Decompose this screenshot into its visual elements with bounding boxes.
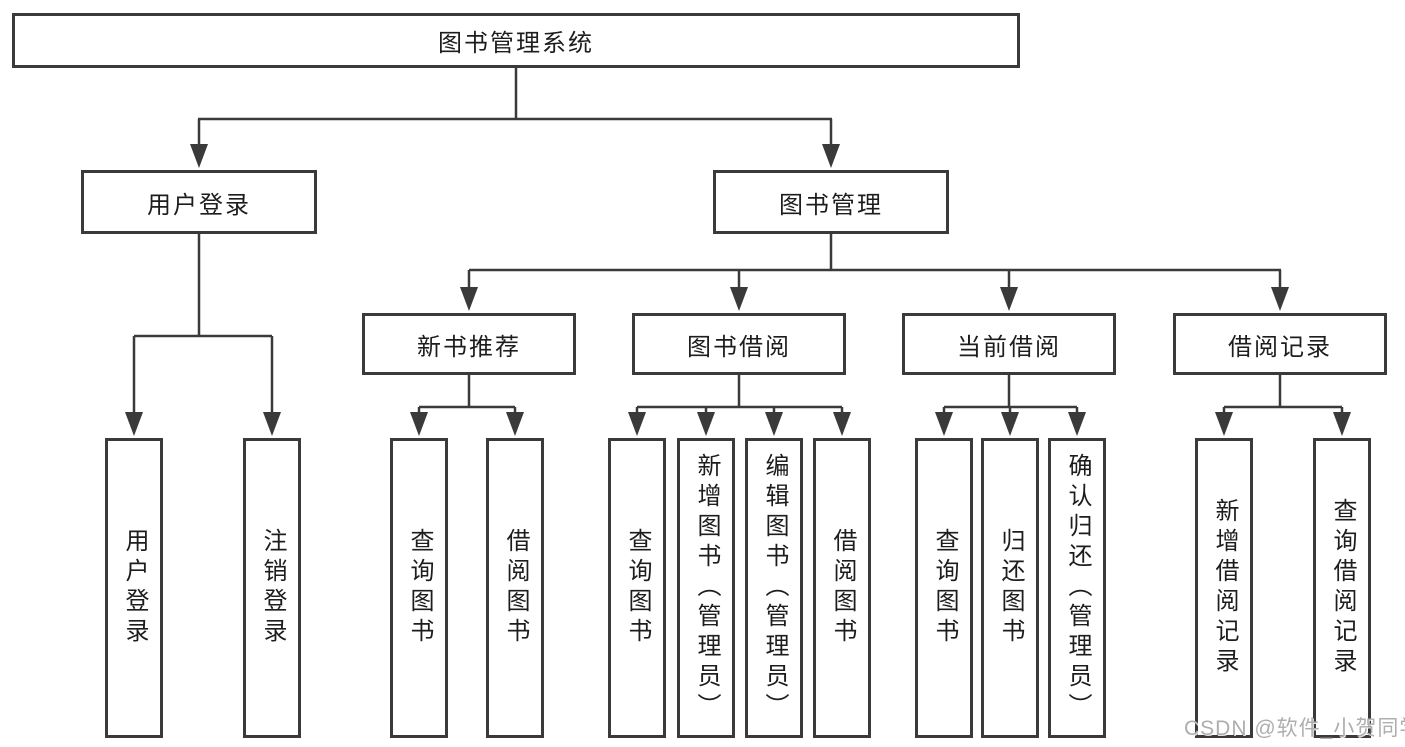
arrow-down-icon — [822, 144, 840, 168]
arrow-down-icon — [190, 144, 208, 168]
node-root: 图书管理系统 — [12, 13, 1020, 68]
leaf-br-add-record-label: 新增借阅记录 — [1211, 498, 1238, 678]
leaf-br-add-record: 新增借阅记录 — [1195, 438, 1253, 738]
node-current-borrowing-label: 当前借阅 — [957, 333, 1061, 361]
arrow-down-icon — [833, 412, 851, 436]
arrow-down-icon — [263, 412, 281, 436]
leaf-cb-return-book-label: 归还图书 — [997, 528, 1024, 648]
arrow-down-icon — [410, 412, 428, 436]
leaf-cb-query-book-label: 查询图书 — [931, 528, 958, 648]
leaf-bb-add-book-admin: 新增图书（管理员） — [677, 438, 735, 738]
leaf-bb-borrow-book: 借阅图书 — [813, 438, 871, 738]
node-borrowing-records-label: 借阅记录 — [1228, 333, 1332, 361]
leaf-br-query-record: 查询借阅记录 — [1313, 438, 1371, 738]
leaf-nbr-borrow-book: 借阅图书 — [486, 438, 544, 738]
node-borrowing-records: 借阅记录 — [1173, 313, 1387, 375]
node-new-book-recommendation: 新书推荐 — [362, 313, 576, 375]
arrow-down-icon — [1001, 412, 1019, 436]
leaf-br-query-record-label: 查询借阅记录 — [1329, 498, 1356, 678]
arrow-down-icon — [628, 412, 646, 436]
leaf-user-login-label: 用户登录 — [121, 528, 148, 648]
leaf-bb-edit-book-admin: 编辑图书（管理员） — [745, 438, 803, 738]
arrow-down-icon — [1271, 287, 1289, 311]
leaf-bb-edit-book-admin-label: 编辑图书（管理员） — [761, 453, 788, 723]
arrow-down-icon — [506, 412, 524, 436]
arrow-down-icon — [1068, 412, 1086, 436]
arrow-down-icon — [125, 412, 143, 436]
node-book-management-label: 图书管理 — [779, 191, 883, 219]
leaf-bb-query-book: 查询图书 — [608, 438, 666, 738]
node-user-login-label: 用户登录 — [147, 191, 251, 219]
arrow-down-icon — [1215, 412, 1233, 436]
leaf-bb-borrow-book-label: 借阅图书 — [829, 528, 856, 648]
arrow-down-icon — [460, 287, 478, 311]
leaf-cb-confirm-return-admin-label: 确认归还（管理员） — [1064, 453, 1091, 723]
arrow-down-icon — [1000, 287, 1018, 311]
node-book-borrowing: 图书借阅 — [632, 313, 846, 375]
leaf-bb-query-book-label: 查询图书 — [624, 528, 651, 648]
node-new-book-recommendation-label: 新书推荐 — [417, 333, 521, 361]
leaf-nbr-query-book-label: 查询图书 — [406, 528, 433, 648]
leaf-cb-query-book: 查询图书 — [915, 438, 973, 738]
arrow-down-icon — [1333, 412, 1351, 436]
arrow-down-icon — [935, 412, 953, 436]
arrow-down-icon — [697, 412, 715, 436]
leaf-user-login: 用户登录 — [105, 438, 163, 738]
leaf-cb-confirm-return-admin: 确认归还（管理员） — [1048, 438, 1106, 738]
leaf-nbr-borrow-book-label: 借阅图书 — [502, 528, 529, 648]
leaf-cb-return-book: 归还图书 — [981, 438, 1039, 738]
node-current-borrowing: 当前借阅 — [902, 313, 1116, 375]
leaf-logout-login: 注销登录 — [243, 438, 301, 738]
node-user-login: 用户登录 — [81, 170, 317, 234]
arrow-down-icon — [730, 287, 748, 311]
connector-lines — [132, 68, 1344, 414]
leaf-logout-login-label: 注销登录 — [259, 528, 286, 648]
leaf-bb-add-book-admin-label: 新增图书（管理员） — [693, 453, 720, 723]
arrow-down-icon — [765, 412, 783, 436]
node-root-label: 图书管理系统 — [438, 30, 594, 57]
node-book-management: 图书管理 — [713, 170, 949, 234]
watermark: CSDN @软件_小贺同学 — [1184, 717, 1405, 740]
arrowheads — [125, 144, 1351, 436]
leaf-nbr-query-book: 查询图书 — [390, 438, 448, 738]
node-book-borrowing-label: 图书借阅 — [687, 333, 791, 361]
